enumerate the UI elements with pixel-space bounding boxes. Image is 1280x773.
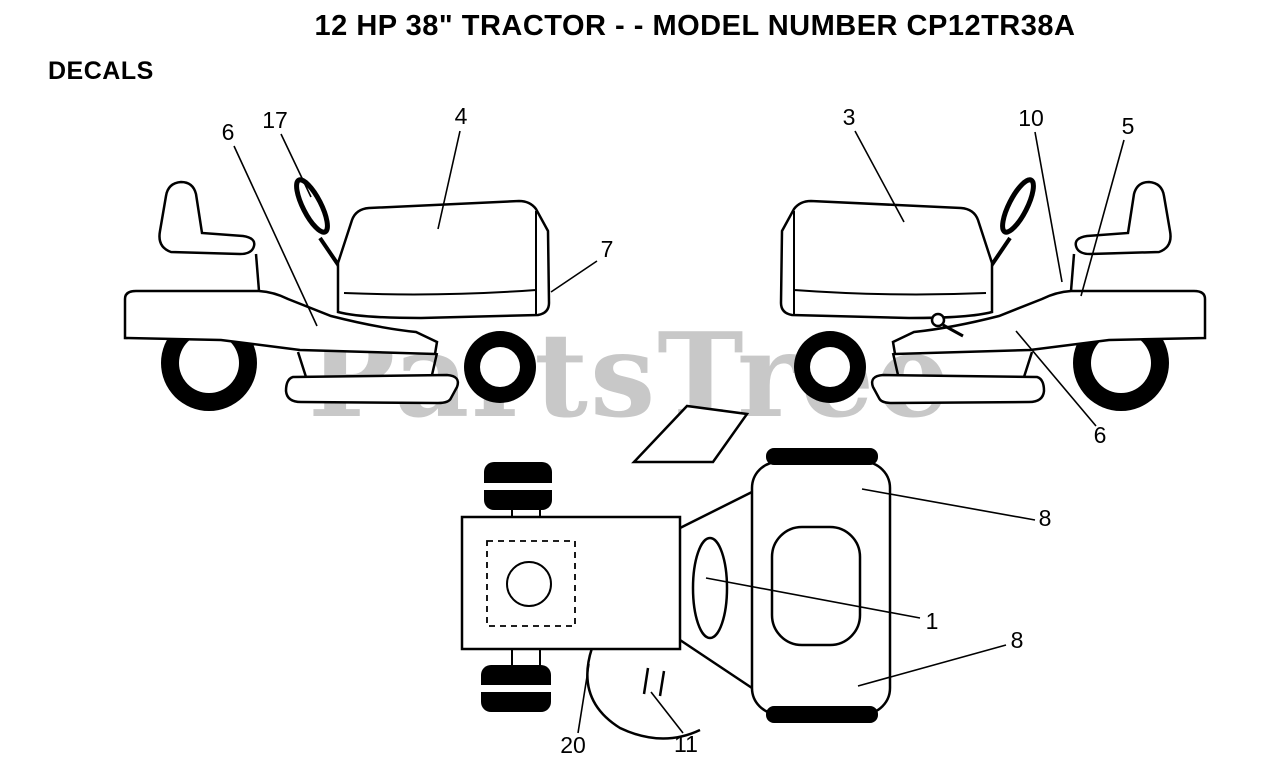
callout-6-right: 6 [1094, 422, 1107, 448]
body-connectors [679, 490, 753, 690]
callout-20: 20 [560, 732, 586, 758]
callout-8-lower: 8 [1011, 627, 1024, 653]
leader-lines [233, 130, 1125, 734]
callout-4: 4 [455, 103, 468, 129]
front-left-tire-tread [484, 483, 552, 490]
callout-8-upper: 8 [1039, 505, 1052, 531]
callout-17: 17 [262, 107, 288, 133]
callouts: 6 17 4 7 3 10 5 6 8 1 8 20 11 [222, 103, 1135, 758]
leader-line [550, 260, 598, 293]
rear-left-tire [766, 448, 878, 465]
seat-top-view [770, 525, 862, 647]
front-right-tire-tread [481, 685, 551, 692]
ignition-key-detail [930, 312, 964, 338]
callout-6-left: 6 [222, 119, 235, 145]
right-tractor-drawing [781, 176, 1205, 411]
callout-11: 11 [674, 731, 698, 757]
callout-1: 1 [926, 608, 939, 634]
callout-7: 7 [601, 236, 614, 262]
leader-line [577, 663, 590, 734]
deck-detail-marks [642, 667, 666, 697]
engine-outline-dashed [486, 540, 576, 627]
seat-back-top-view [631, 404, 750, 464]
top-view-drawing [460, 404, 892, 740]
leader-line [650, 691, 684, 734]
leader-line [280, 133, 312, 198]
rear-right-tire [766, 706, 878, 723]
callout-10: 10 [1018, 105, 1044, 131]
engine-pulley-circle [506, 561, 552, 607]
section-label: DECALS [48, 57, 154, 85]
leader-line [233, 145, 318, 327]
leader-line [861, 488, 1036, 521]
callout-5: 5 [1122, 113, 1135, 139]
leader-line [857, 644, 1007, 687]
leader-line [1080, 139, 1125, 297]
leader-line [705, 577, 921, 619]
leader-line [854, 130, 905, 223]
leader-line [1034, 131, 1063, 283]
hood-top-view [460, 515, 682, 651]
page-title: 12 HP 38" TRACTOR - - MODEL NUMBER CP12T… [314, 10, 1076, 42]
steering-wheel-top-view [691, 536, 729, 640]
leader-line [1015, 330, 1097, 427]
axle-stubs [511, 510, 541, 665]
callout-3: 3 [843, 104, 856, 130]
left-tractor-drawing [125, 176, 549, 411]
leader-line [437, 130, 461, 230]
